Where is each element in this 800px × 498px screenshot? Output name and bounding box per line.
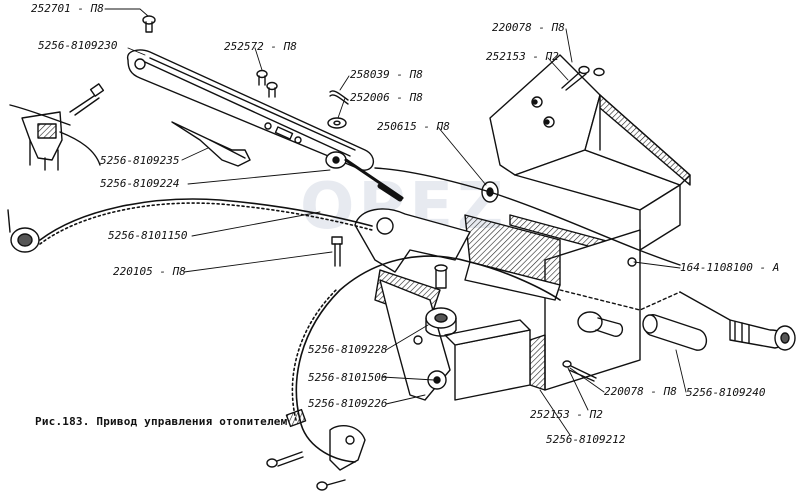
washer-252006 <box>327 117 347 129</box>
label-250615: 250615 - П8 <box>377 120 450 133</box>
screw-220105 <box>331 236 343 267</box>
lever-5256-8109230 <box>126 49 374 171</box>
label-252153-top: 252153 - П2 <box>486 50 559 63</box>
label-220105: 220105 - П8 <box>113 265 186 278</box>
bottom-left-screw <box>266 451 346 491</box>
knob-small-252153 <box>577 311 624 337</box>
top-cable <box>9 104 681 311</box>
label-5256-8109228: 5256-8109228 <box>308 343 388 356</box>
label-220078-top: 220078 - П8 <box>492 21 565 34</box>
clevis-5256-8109224 <box>325 151 404 202</box>
pin-252701 <box>142 15 156 33</box>
cable-5256-8101150 <box>39 198 373 245</box>
label-5256-8109235: 5256-8109235 <box>100 154 180 167</box>
knob-164-1108100 <box>679 291 796 351</box>
leader-lines <box>104 8 687 436</box>
label-252006: 252006 - П8 <box>350 91 423 104</box>
label-252153-bottom: 252153 - П2 <box>530 408 603 421</box>
label-5256-8109224: 5256-8109224 <box>100 177 180 190</box>
label-220078-bottom: 220078 - П8 <box>604 385 677 398</box>
bottom-bracket-clip <box>285 408 366 471</box>
handle-5256-8109240 <box>642 314 707 351</box>
roller-5256-8109228 <box>425 264 457 337</box>
label-5256-8109230: 5256-8109230 <box>38 39 118 52</box>
main-bracket-5256-8109212 <box>444 54 691 401</box>
label-5256-8109240: 5256-8109240 <box>686 386 766 399</box>
cable-5256-8101506 <box>291 255 561 463</box>
figure-caption: Рис.183. Привод управления отопителем <box>35 415 288 428</box>
top-left-bolt <box>69 83 105 116</box>
label-5256-8109226: 5256-8109226 <box>308 397 388 410</box>
label-252572: 252572 - П8 <box>224 40 297 53</box>
cotter-pin-258039 <box>329 90 349 105</box>
bottom-screw-220078 <box>562 360 597 382</box>
label-5256-8109212: 5256-8109212 <box>546 433 626 446</box>
top-right-screw-220078 <box>561 65 605 91</box>
lever-5256-8109235 <box>171 121 251 167</box>
label-258039: 258039 - П8 <box>350 68 423 81</box>
label-5256-8101506: 5256-8101506 <box>308 371 388 384</box>
pin-252572 <box>256 69 278 98</box>
label-252701: 252701 - П8 <box>31 2 104 15</box>
label-164-1108100: 164-1108100 - А <box>680 261 780 274</box>
cable-clip-left <box>21 111 63 171</box>
cable-reel-left <box>7 209 40 253</box>
label-5256-8101150: 5256-8101150 <box>108 229 188 242</box>
